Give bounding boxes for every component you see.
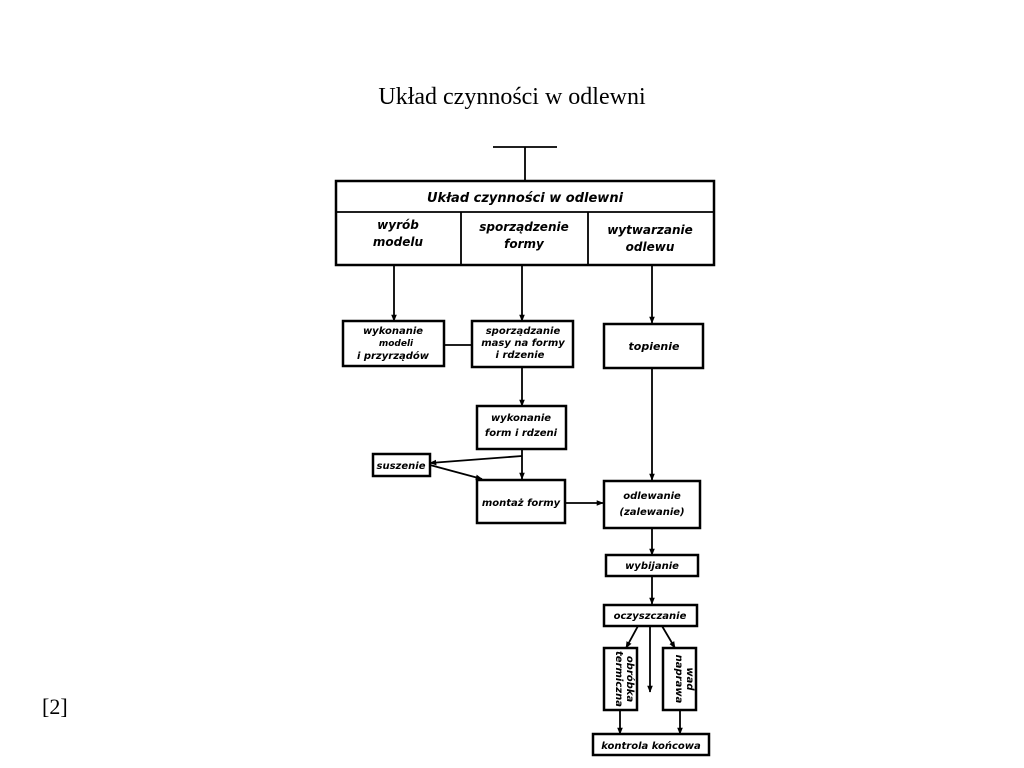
svg-text:oczyszczanie: oczyszczanie	[614, 611, 687, 622]
column-label-casting-line1: wytwarzanie	[607, 223, 693, 237]
reference-label: [2]	[42, 694, 68, 719]
node-knockout: wybijanie	[604, 553, 700, 578]
node-mass-preparation: sporządzanie masy na formy i rdzenie	[470, 319, 575, 369]
node-form-assembly: montaż formy	[475, 478, 567, 525]
node-pouring: odlewanie (zalewanie)	[602, 479, 702, 530]
svg-text:kontrola końcowa: kontrola końcowa	[601, 740, 701, 752]
svg-text:wad: wad	[684, 667, 695, 691]
column-label-model-line2: modelu	[373, 235, 424, 249]
svg-text:masy na formy: masy na formy	[481, 338, 565, 349]
arrow-cleaning-to-repair	[661, 625, 676, 649]
svg-text:obróbka: obróbka	[624, 656, 636, 703]
column-label-model-line1: wyrób	[377, 218, 419, 232]
svg-text:wybijanie: wybijanie	[625, 561, 679, 572]
arrow-drying-to-assembly	[429, 464, 483, 481]
header-box: Układ czynności w odlewni wyrób modelu s…	[334, 179, 716, 267]
svg-text:odlewanie: odlewanie	[623, 491, 681, 502]
column-label-casting-line2: odlewu	[626, 240, 675, 254]
svg-text:sporządzanie: sporządzanie	[486, 326, 561, 337]
column-label-form-line1: sporządzenie	[479, 220, 568, 234]
svg-text:(zalewanie): (zalewanie)	[619, 507, 684, 518]
node-final-inspection: kontrola końcowa	[591, 732, 711, 757]
node-heat-treatment: termiczna obróbka	[602, 646, 639, 712]
svg-text:wykonanie: wykonanie	[363, 326, 423, 337]
node-model-making: wykonanie modeli i przyrządów	[341, 319, 446, 368]
top-stub	[493, 146, 557, 181]
svg-text:suszenie: suszenie	[377, 461, 426, 472]
svg-text:modeli: modeli	[379, 339, 414, 349]
svg-text:naprawa: naprawa	[673, 655, 684, 704]
node-defect-repair: naprawa wad	[661, 646, 698, 712]
svg-text:i rdzenie: i rdzenie	[496, 350, 545, 361]
node-drying: suszenie	[371, 452, 432, 478]
header-title: Układ czynności w odlewni	[427, 191, 624, 206]
column-label-form-line2: formy	[504, 237, 545, 251]
svg-text:wykonanie: wykonanie	[491, 413, 551, 424]
node-form-making: wykonanie form i rdzeni	[475, 404, 568, 451]
svg-text:i przyrządów: i przyrządów	[357, 350, 430, 362]
svg-text:form i rdzeni: form i rdzeni	[485, 428, 558, 439]
slide-title: Układ czynności w odlewni	[378, 84, 646, 110]
svg-text:topienie: topienie	[629, 340, 681, 353]
arrow-to-drying	[429, 455, 523, 466]
svg-text:montaż formy: montaż formy	[482, 498, 561, 509]
arrow-cleaning-to-heat-treatment	[625, 625, 639, 649]
node-melting: topienie	[602, 322, 705, 370]
node-cleaning: oczyszczanie	[602, 603, 699, 628]
svg-text:termiczna: termiczna	[613, 651, 624, 707]
